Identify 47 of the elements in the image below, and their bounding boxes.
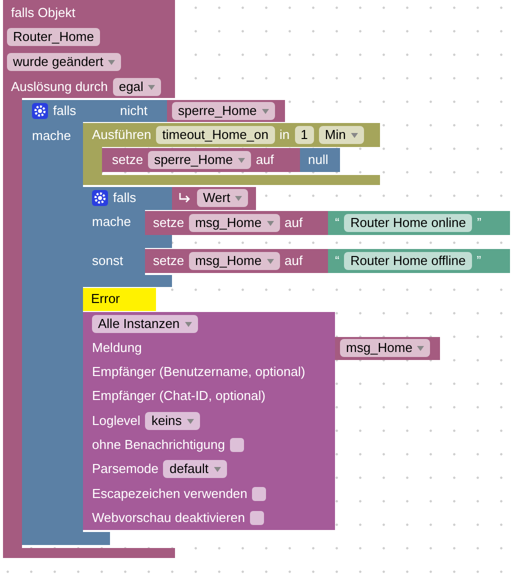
- block-label: nicht: [120, 102, 148, 120]
- block-label: Escapezeichen verwenden: [92, 485, 248, 503]
- block-label: setze: [153, 252, 184, 270]
- text-field: 1: [294, 126, 314, 144]
- block-label: falls: [113, 189, 136, 207]
- block-label: ”: [476, 252, 482, 270]
- block-label: null: [308, 151, 328, 169]
- block-label: Webvorschau deaktivieren: [92, 509, 245, 527]
- block-label: sonst: [92, 252, 124, 270]
- block-label: setze: [153, 214, 184, 232]
- block-label: ”: [476, 214, 482, 232]
- text-field: Router_Home: [7, 28, 100, 46]
- block-label: “: [335, 214, 340, 232]
- block-label: Error: [91, 290, 120, 308]
- dropdown-field: msg_Home: [340, 339, 430, 357]
- dropdown-field: default: [163, 460, 227, 478]
- dropdown-field: Min: [318, 126, 364, 144]
- block-label: Ausführen: [92, 126, 152, 144]
- dropdown-field: sperre_Home: [148, 151, 251, 169]
- dropdown-field: sperre_Home: [172, 102, 275, 120]
- text-field: Router Home offline: [344, 252, 472, 270]
- block-label: Empfänger (Chat-ID, optional): [92, 387, 266, 405]
- dropdown-field: msg_Home: [189, 214, 280, 232]
- block-label: Empfänger (Benutzername, optional): [92, 363, 306, 381]
- block-label: auf: [284, 252, 303, 270]
- text-field: Router Home online: [344, 214, 472, 232]
- dropdown-field: msg_Home: [189, 252, 280, 270]
- block-label: falls Objekt: [11, 4, 76, 22]
- dropdown-field: egal: [112, 78, 162, 96]
- block-label: auf: [256, 151, 274, 169]
- block-label: in: [280, 126, 290, 144]
- dropdown-field: Alle Instanzen: [92, 315, 198, 333]
- dropdown-field: keins: [145, 412, 200, 430]
- block-label: auf: [284, 214, 303, 232]
- dropdown-field: wurde geändert: [7, 53, 122, 71]
- block-label: falls: [53, 102, 76, 120]
- block-label: Loglevel: [92, 412, 140, 430]
- block-label: Meldung: [92, 339, 142, 357]
- text-field: timeout_Home_on: [156, 126, 274, 144]
- block-label: mache: [92, 213, 132, 231]
- block-label: Parsemode: [92, 460, 158, 478]
- dropdown-field: Wert: [197, 189, 248, 207]
- block-label: “: [335, 252, 340, 270]
- block-label: Auslösung durch: [11, 78, 108, 96]
- block-label: ohne Benachrichtigung: [92, 436, 225, 454]
- block-label: setze: [112, 151, 144, 169]
- block-label: mache: [32, 127, 72, 145]
